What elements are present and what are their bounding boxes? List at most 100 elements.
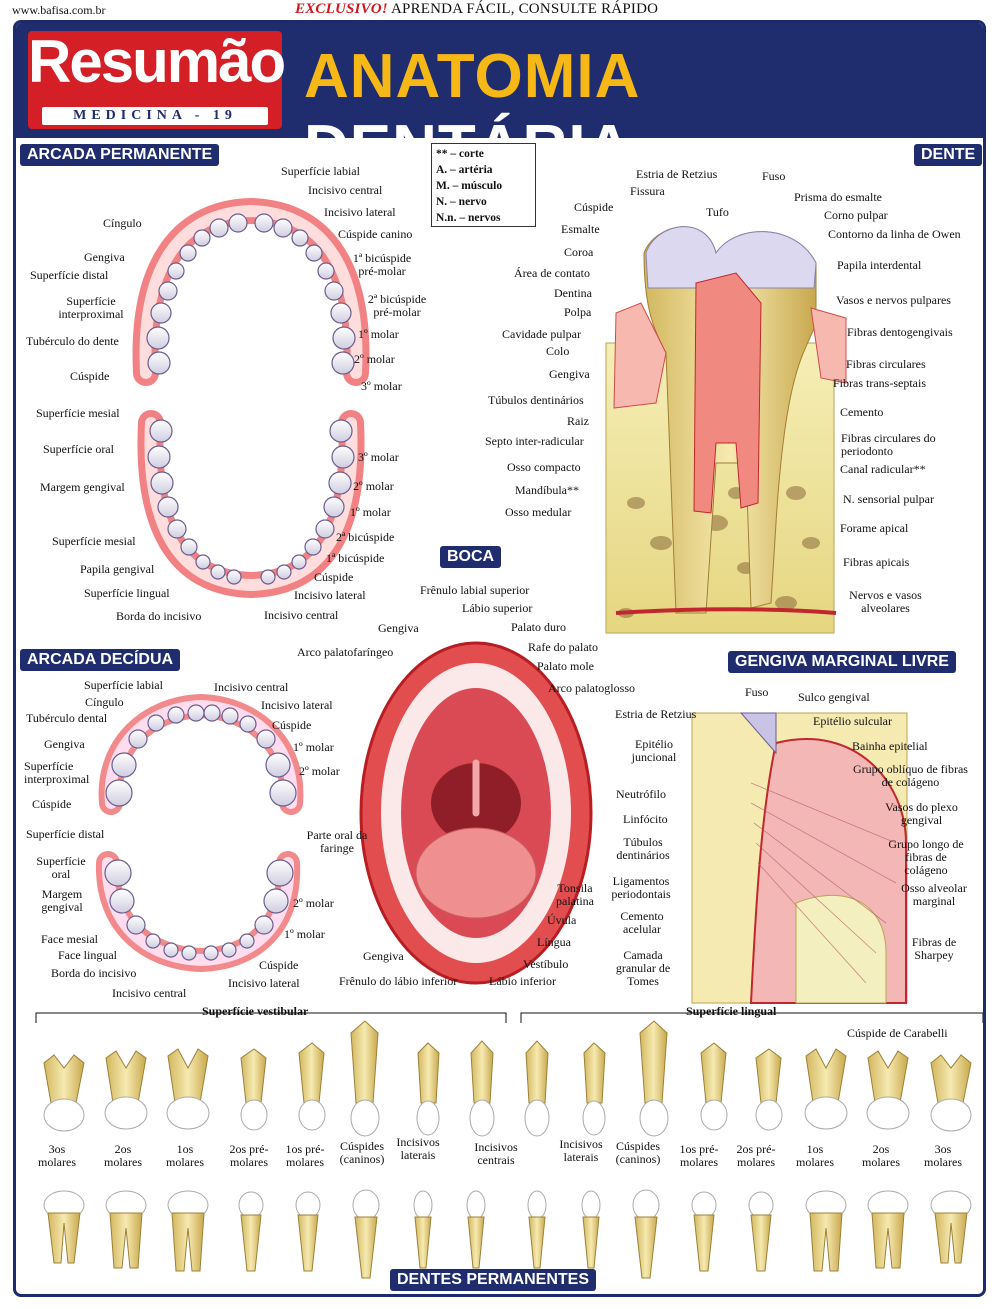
teeth-row-label: 3os molares [38,1142,76,1169]
section-deciduous-arch: ARCADA DECÍDUA [20,649,181,671]
perm-label: Margem gengival [40,480,125,494]
tooth-label: Fibras circulares do periodonto [841,431,936,458]
perm-label: Superfície mesial [36,406,120,420]
tooth-label: Papila interdental [837,258,922,272]
mouth-label: Língua [537,935,571,949]
perm-label: 3º molar [361,379,402,393]
legend-item: ** – corte [436,148,484,160]
mouth-label: Lábio superior [462,601,533,615]
mouth-label: Frênulo do lábio inferior [339,974,458,988]
logo-main: Resumão [28,28,286,95]
tooth-label: Canal radicular** [840,462,926,476]
teeth-row-label: Cúspides (caninos) [615,1139,661,1166]
perm-label: Superfície mesial [52,534,136,548]
perm-label: Borda do incisivo [116,609,202,623]
teeth-row-label: Cúspides (caninos) [339,1139,385,1166]
ging-label: Fibras de Sharpey [911,935,957,962]
perm-label: 2º molar [354,352,395,366]
perm-label: Superfície lingual [84,586,170,600]
dec-label: Cúspide [272,718,312,732]
tooth-label: Cúspide [574,200,614,214]
tooth-label: Cavidade pulpar [502,327,581,341]
exclusive-tag: EXCLUSIVO! [295,1,388,17]
teeth-row-label: Incisivos laterais [396,1135,440,1162]
section-permanent-arch: ARCADA PERMANENTE [20,144,220,166]
dec-label: Incisivo central [112,986,187,1000]
teeth-row-label: 3os molares [924,1142,962,1169]
teeth-row-label: 1os molares [166,1142,204,1169]
ging-label: Osso alveolar marginal [901,881,967,908]
teeth-row-label: 2os pré-molares [229,1142,269,1169]
teeth-row-label: Incisivos laterais [559,1137,603,1164]
perm-label: Superfície labial [281,164,360,178]
tooth-label: Fissura [630,184,665,198]
tagline: EXCLUSIVO! APRENDA FÁCIL, CONSULTE RÁPID… [295,1,658,18]
lingual-surface-title: Superfície lingual [686,1004,777,1018]
vestibular-surface-title: Superfície vestibular [202,1004,309,1018]
ging-label: Linfócito [623,812,668,826]
mouth-label: Rafe do palato [528,640,598,654]
dec-label: Incisivo lateral [228,976,300,990]
header: Resumão MEDICINA - 19 ANATOMIA DENTÁRIA [16,23,983,182]
logo: Resumão MEDICINA - 19 [28,28,286,129]
teeth-row-label: 2os molares [104,1142,142,1169]
dec-label: Face mesial [41,932,98,946]
tooth-label: Fibras trans-septais [833,376,926,390]
dec-label: 2º molar [293,896,334,910]
site-url[interactable]: www.bafisa.com.br [12,3,106,17]
perm-label: Superfície distal [30,268,109,282]
perm-label: 2º molar [353,479,394,493]
perm-label: 3º molar [358,450,399,464]
ging-label: Neutrófilo [616,787,666,801]
dec-label: Margem gengival [41,887,83,914]
dec-label: Tubérculo dental [26,711,108,725]
tooth-label: Gengiva [549,367,590,381]
perm-label: Incisivo lateral [324,205,396,219]
mouth-label: Parte oral da faringe [306,828,368,855]
ging-label: Cemento acelular [620,909,664,936]
tooth-label: Fibras circulares [846,357,926,371]
tooth-label: Colo [546,344,570,358]
legend-item: N. – nervo [436,196,487,208]
tooth-label: Dentina [554,286,592,300]
tooth-label: Raiz [567,414,589,428]
legend-item: M. – músculo [436,180,503,192]
tooth-label: Osso compacto [507,460,581,474]
tooth-label: Fuso [762,169,786,183]
perm-label: Superfície interproximal [58,294,124,321]
ging-label: Grupo oblíquo de fibras de colágeno [853,762,968,789]
ging-label: Túbulos dentinários [616,835,670,862]
ging-label: Fuso [745,685,769,699]
teeth-row-label: 2os molares [862,1142,900,1169]
tooth-label: Vasos e nervos pulpares [836,293,951,307]
perm-label: 1ª bicúspide [326,551,385,565]
sheet-frame: Resumão MEDICINA - 19 ANATOMIA DENTÁRIA … [13,20,986,1297]
dec-label: 1º molar [284,927,325,941]
perm-label: Superfície oral [43,442,114,456]
ging-label: Epitélio sulcular [813,714,892,728]
tooth-label: Forame apical [840,521,909,535]
section-mouth: BOCA [440,546,502,568]
mouth-label: Arco palatoglosso [548,681,635,695]
mouth-label: Arco palatofaríngeo [297,645,394,659]
ging-label: Bainha epitelial [852,739,928,753]
top-strip: www.bafisa.com.br EXCLUSIVO! APRENDA FÁC… [0,0,1000,20]
legend-item: A. – artéria [436,164,493,176]
teeth-row-label: 2os pré-molares [736,1142,776,1169]
ging-label: Camada granular de Tomes [615,948,671,988]
teeth-row-label: Incisivos centrais [474,1140,518,1167]
ging-label: Sulco gengival [798,690,870,704]
dec-label: Cúspide [32,797,72,811]
ging-label: Ligamentos periodontais [611,874,671,901]
mouth-label: Palato mole [537,659,594,673]
perm-label: Papila gengival [80,562,155,576]
logo-sub: MEDICINA - 19 [42,107,268,125]
dec-label: Incisivo lateral [261,698,333,712]
title-part1: ANATOMIA [304,42,639,111]
dec-label: 1º molar [293,740,334,754]
perm-label: 2ª bicúspide pré-molar [367,292,427,319]
section-permanent-teeth: DENTES PERMANENTES [390,1269,597,1291]
perm-label: Cúspide canino [338,227,413,241]
mouth-label: Palato duro [511,620,566,634]
tooth-label: Túbulos dentinários [488,393,584,407]
